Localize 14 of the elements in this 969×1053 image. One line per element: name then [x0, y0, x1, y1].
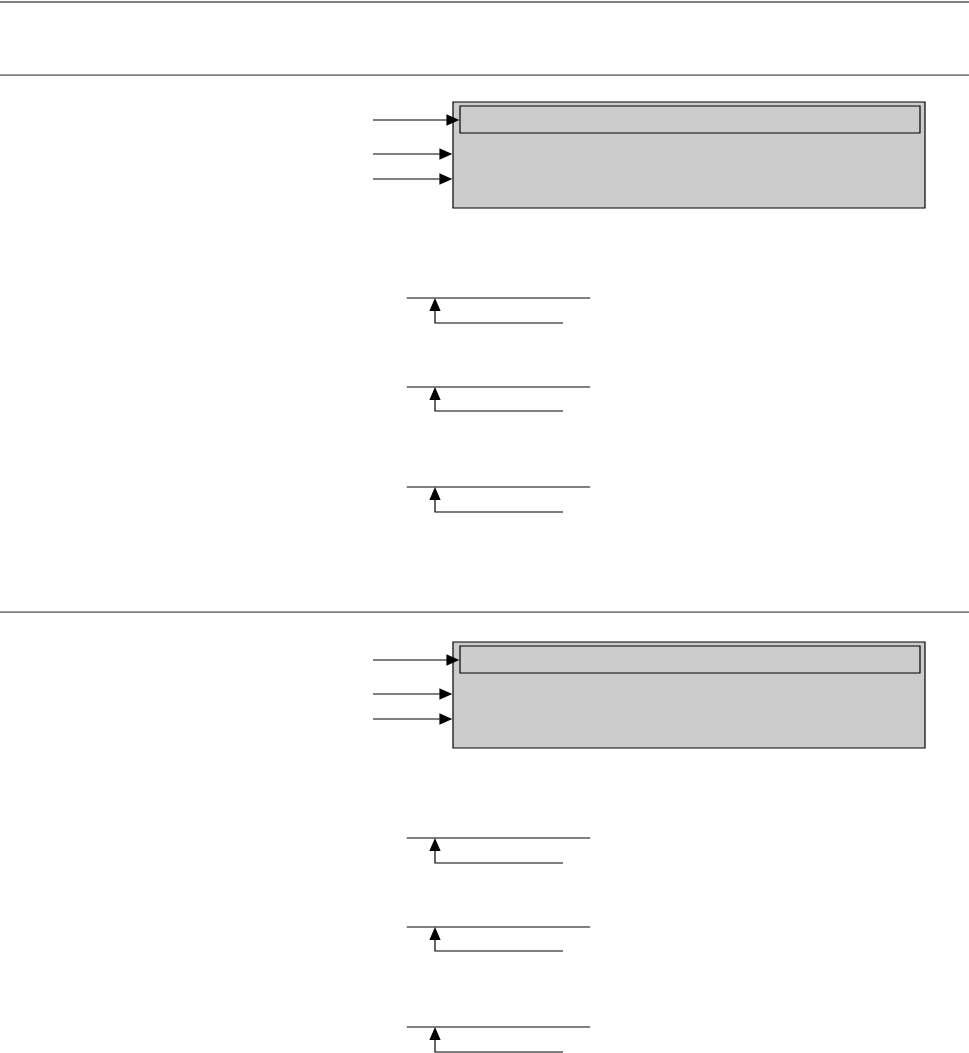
horizontal-line: [406, 297, 591, 299]
arrow: [429, 387, 564, 412]
inner-box: [459, 645, 921, 674]
horizontal-line: [406, 837, 591, 839]
horizontal-line: [406, 486, 591, 488]
arrow: [429, 298, 564, 324]
arrow: [429, 927, 564, 952]
horizontal-line: [406, 1026, 591, 1028]
arrow: [429, 1027, 564, 1053]
arrow: [429, 487, 564, 513]
horizontal-line: [406, 386, 591, 388]
horizontal-line: [406, 926, 591, 928]
inner-box: [459, 105, 921, 134]
arrow: [429, 838, 564, 864]
